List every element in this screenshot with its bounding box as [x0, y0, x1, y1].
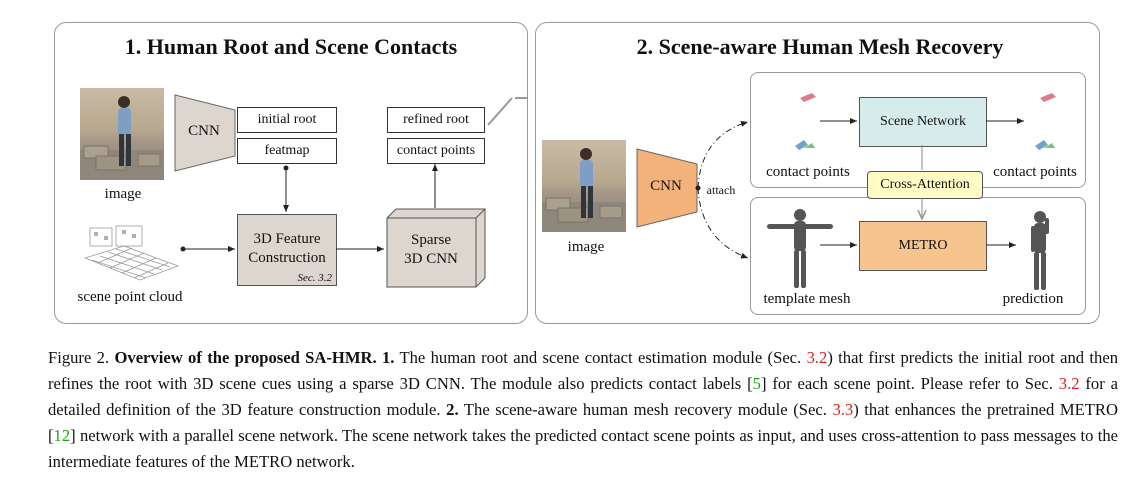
left-cnn-label: CNN — [188, 123, 220, 139]
right-person-figure-icon — [542, 148, 626, 232]
feature-construction-box: 3D Feature Construction Sec. 3.2 — [237, 214, 337, 286]
caption-text5: The scene-aware human mesh recovery modu… — [463, 400, 827, 419]
feature-construction-ref: Sec. 3.2 — [297, 272, 332, 284]
caption-figure-label: Figure 2. — [48, 348, 110, 367]
scene-network-box: Scene Network — [859, 97, 987, 147]
right-panel-title: 2. Scene-aware Human Mesh Recovery — [636, 34, 1004, 59]
caption-text6: ) that enhances the pretrained METRO [ — [48, 400, 1118, 445]
left-image-label: image — [104, 186, 142, 202]
right-cnn-label: CNN — [650, 178, 682, 194]
template-mesh-figure — [767, 209, 833, 288]
sparse-cnn-cube — [386, 208, 486, 288]
left-cnn-trapezoid — [174, 94, 236, 172]
input-image-photo — [80, 88, 164, 180]
person-figure-icon — [80, 96, 164, 180]
caption-text2: ) that first predicts the initial root a… — [48, 348, 1118, 393]
figure-caption: Figure 2. Overview of the proposed SA-HM… — [48, 345, 1118, 475]
scene-point-cloud-label: scene point cloud — [77, 289, 183, 305]
contact-points-left-label: contact points — [766, 164, 850, 180]
caption-bold-title: Overview of the proposed SA-HMR. 1. — [114, 348, 395, 367]
left-panel-title: 1. Human Root and Scene Contacts — [124, 34, 458, 59]
right-image-label: image — [567, 239, 605, 255]
feature-construction-line1: 3D Feature — [253, 231, 321, 247]
contact-points-glyph-right — [1035, 93, 1056, 150]
caption-text4: for a detailed definition of the 3D feat… — [48, 374, 1118, 419]
right-cnn-trapezoid — [636, 148, 698, 228]
refined-root-box: refined root — [387, 107, 485, 133]
scene-point-cloud-icon — [83, 225, 180, 281]
right-input-image-photo — [542, 140, 626, 232]
caption-ref-sec-3-2-a[interactable]: 3.2 — [806, 348, 828, 367]
featmap-box: featmap — [237, 138, 337, 164]
attach-label: attach — [706, 183, 736, 197]
cross-attention-box: Cross-Attention — [867, 171, 983, 199]
caption-ref-sec-3-2-b[interactable]: 3.2 — [1058, 374, 1080, 393]
contact-points-right-label: contact points — [993, 164, 1077, 180]
caption-text7: ] network with a parallel scene network.… — [48, 426, 1118, 471]
prediction-figure — [1031, 211, 1049, 290]
contact-points-box: contact points — [387, 138, 485, 164]
caption-ref-sec-3-3[interactable]: 3.3 — [832, 400, 854, 419]
caption-ref-5[interactable]: 5 — [752, 374, 761, 393]
sparse-cnn-line2: 3D CNN — [404, 251, 458, 267]
contact-points-glyph-left — [795, 93, 816, 150]
feature-construction-line2: Construction — [248, 250, 326, 266]
initial-root-box: initial root — [237, 107, 337, 133]
prediction-label: prediction — [1002, 291, 1064, 307]
caption-ref-12[interactable]: 12 — [53, 426, 71, 445]
sparse-cnn-line1: Sparse — [411, 232, 451, 248]
caption-text1: The human root and scene contact estimat… — [399, 348, 802, 367]
caption-bold-two: 2. — [446, 400, 459, 419]
metro-box: METRO — [859, 221, 987, 271]
template-mesh-label: template mesh — [763, 291, 851, 307]
caption-text3: ] for each scene point. Please refer to … — [760, 374, 1053, 393]
